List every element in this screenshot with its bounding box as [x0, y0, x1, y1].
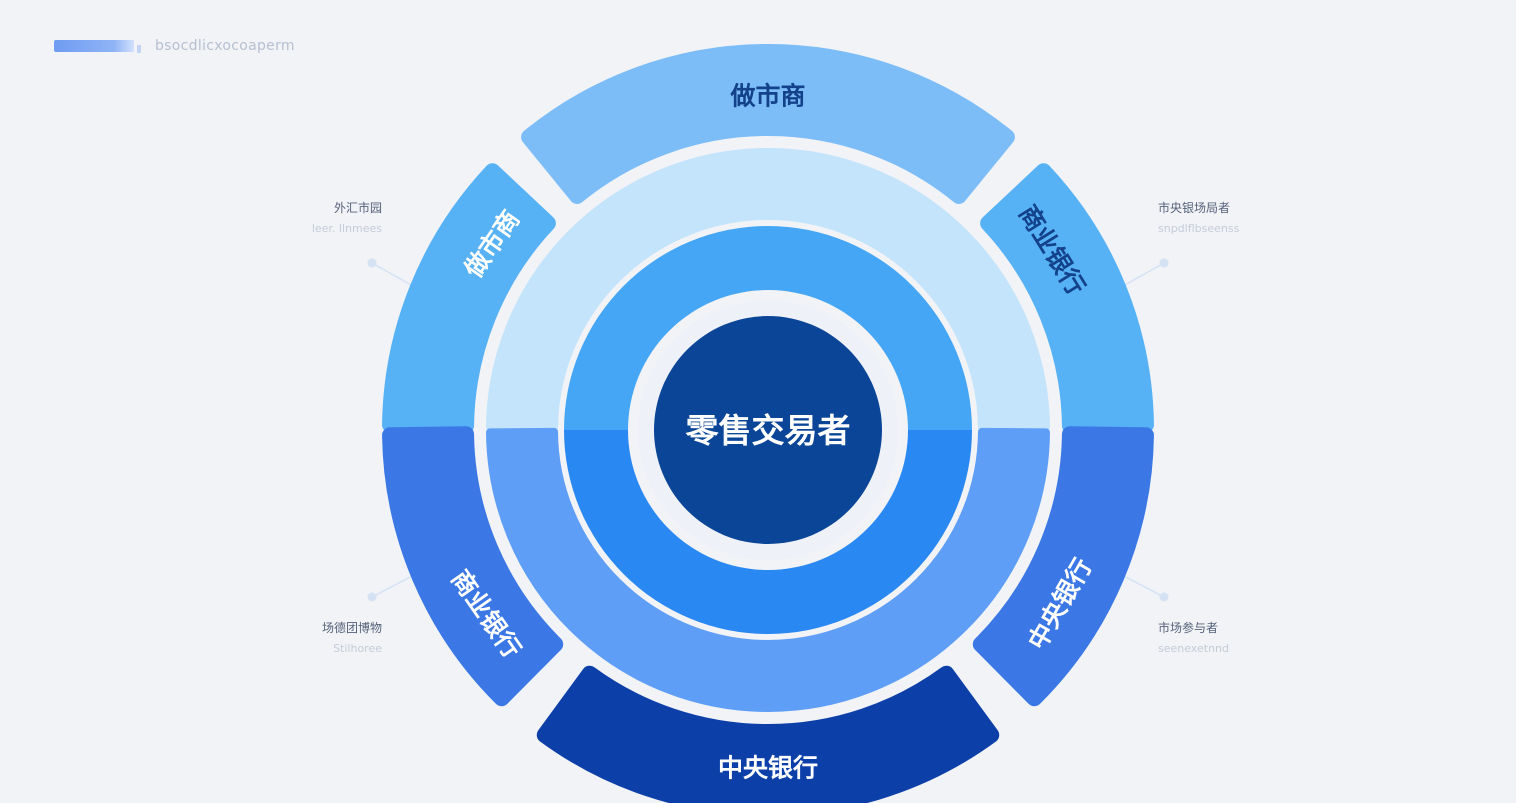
outer-label-top: 做市商 [729, 82, 805, 111]
callout-title-upper-right: 市央银场局者 [1158, 201, 1231, 215]
inner-ring-bottom [564, 430, 972, 634]
logo-mark [137, 45, 141, 53]
callout-subtitle-upper-right: snpdlflbseenss [1158, 222, 1240, 235]
logo-bar [54, 40, 134, 52]
center-group: 零售交易者 [638, 300, 898, 560]
connector-lower-left-dot [367, 592, 377, 602]
connector-lower-right-dot [1159, 592, 1169, 602]
callout-subtitle-upper-left: leer. llnmees [311, 222, 382, 235]
outer-segment-upper-right [980, 163, 1154, 434]
callout-title-upper-left: 外汇市园 [333, 201, 382, 215]
outer-segment-upper-left [382, 163, 556, 434]
middle-ring-top [486, 148, 1050, 433]
inner-ring-top [564, 226, 972, 430]
callout-title-lower-left: 场德团博物 [321, 621, 382, 635]
middle-ring [486, 148, 1050, 712]
connector-upper-left-dot [367, 258, 377, 268]
outer-segment-top [521, 44, 1015, 204]
center-label: 零售交易者 [686, 411, 851, 450]
connector-upper-right-dot [1159, 258, 1169, 268]
callout-subtitle-lower-left: Stilhoree [333, 642, 382, 655]
outer-segment-lower-right [972, 426, 1154, 707]
header-caption: bsocdlicxocoaperm [155, 38, 295, 54]
inner-ring [564, 226, 972, 634]
outer-label-bottom: 中央银行 [718, 754, 818, 783]
header: bsocdlicxocoaperm [54, 36, 295, 56]
middle-ring-bottom [486, 427, 1050, 712]
outer-segment-lower-left [382, 426, 564, 707]
outer-ring [382, 44, 1154, 803]
outer-segment-bottom [536, 665, 1000, 803]
callout-subtitle-lower-right: seenexetnnd [1158, 642, 1229, 655]
callout-title-lower-right: 市场参与者 [1158, 621, 1219, 635]
center-disc [654, 316, 882, 544]
